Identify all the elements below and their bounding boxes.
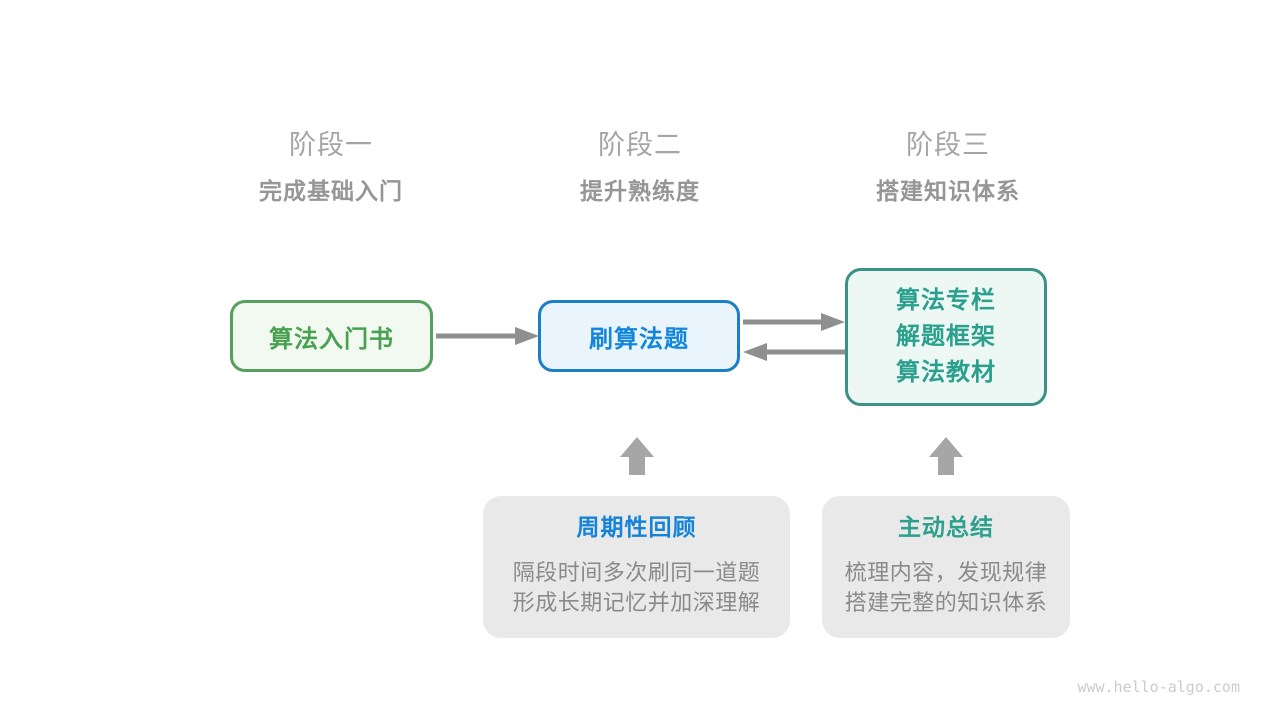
site-watermark: www.hello-algo.com [1077, 678, 1240, 696]
note-active-summary-title: 主动总结 [898, 514, 994, 540]
arrow-up-icon [929, 437, 963, 475]
stage-header-3: 阶段三 搭建知识体系 [808, 128, 1088, 205]
node-resources-line-3: 算法教材 [896, 359, 996, 386]
arrow-right-icon [436, 327, 539, 345]
note-periodic-review-line-1: 隔段时间多次刷同一道题 [512, 560, 761, 585]
stage-1-subtitle: 完成基础入门 [259, 178, 403, 204]
note-active-summary: 主动总结 梳理内容，发现规律 搭建完整的知识体系 [822, 496, 1070, 638]
stage-2-subtitle: 提升熟练度 [580, 178, 700, 204]
stage-2-title: 阶段二 [598, 130, 682, 160]
note-periodic-review-title: 周期性回顾 [576, 514, 697, 540]
stage-3-subtitle: 搭建知识体系 [876, 178, 1020, 204]
stage-1-title: 阶段一 [289, 130, 373, 160]
node-intro-book-label: 算法入门书 [269, 325, 394, 353]
node-resources-line-1: 算法专栏 [896, 287, 996, 314]
note-active-summary-line-1: 梳理内容，发现规律 [844, 560, 1048, 585]
arrow-right-icon [743, 313, 845, 331]
node-resources-line-2: 解题框架 [896, 323, 996, 350]
note-periodic-review-line-2: 形成长期记忆并加深理解 [512, 590, 761, 615]
note-periodic-review: 周期性回顾 隔段时间多次刷同一道题 形成长期记忆并加深理解 [483, 496, 790, 638]
node-practice-label: 刷算法题 [589, 325, 689, 353]
arrow-up-icon [620, 437, 654, 475]
stage-header-1: 阶段一 完成基础入门 [191, 128, 471, 205]
note-active-summary-line-2: 搭建完整的知识体系 [844, 590, 1048, 615]
stage-3-title: 阶段三 [906, 130, 990, 160]
arrow-left-icon [743, 343, 845, 361]
node-intro-book: 算法入门书 [230, 300, 433, 372]
node-knowledge-resources: 算法专栏 解题框架 算法教材 [845, 268, 1047, 406]
node-practice-problems: 刷算法题 [538, 300, 740, 372]
stage-header-2: 阶段二 提升熟练度 [500, 128, 780, 205]
